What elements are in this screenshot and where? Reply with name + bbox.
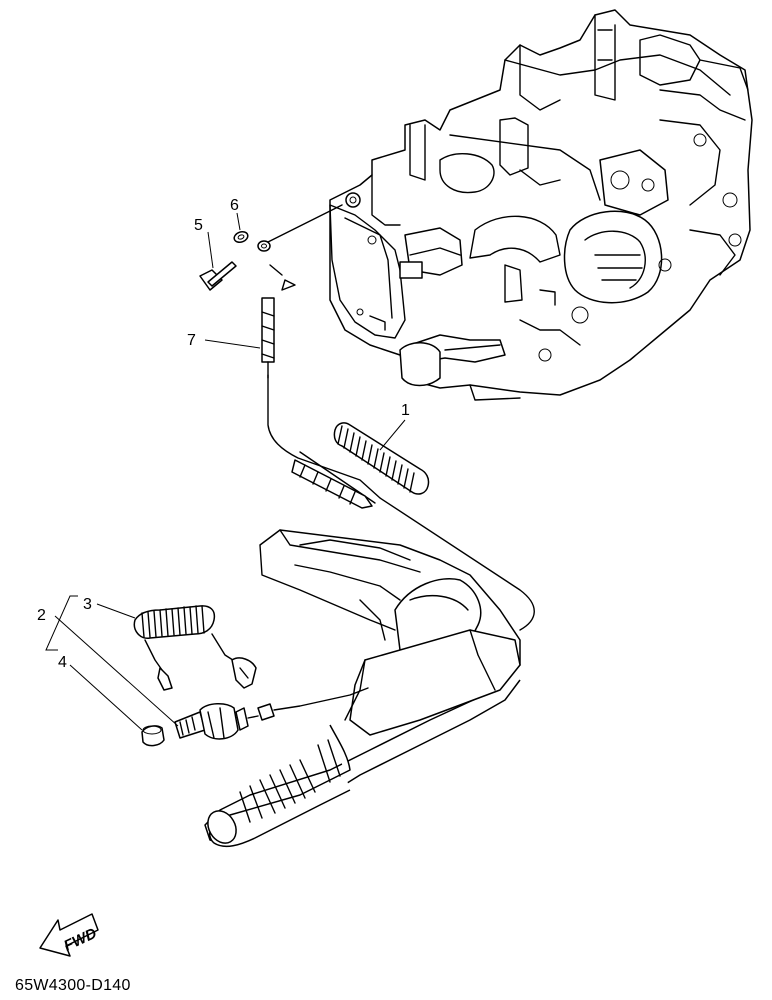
part-1-protector-tube	[291, 422, 430, 509]
callout-5: 5	[194, 217, 203, 234]
callout-4: 4	[58, 654, 67, 671]
part-5-bolt	[199, 261, 237, 291]
leader-lines	[45, 212, 406, 731]
fwd-arrow-icon: FWD	[39, 913, 99, 957]
part-7-band-sleeve	[261, 297, 275, 379]
callout-3: 3	[83, 596, 92, 613]
callout-1: 1	[401, 402, 410, 419]
callout-6: 6	[230, 197, 239, 214]
engine-block	[329, 9, 753, 401]
steering-handle-assembly	[204, 529, 521, 848]
part-4-cap	[141, 725, 165, 747]
callout-2: 2	[37, 607, 46, 624]
part-6-washer	[233, 230, 249, 244]
diagram-code: 65W4300-D140	[15, 977, 131, 994]
part-3-lanyard-coil	[133, 605, 257, 691]
ring-terminal	[257, 240, 271, 252]
callout-7: 7	[187, 332, 196, 349]
part-2-stop-switch	[174, 687, 369, 740]
